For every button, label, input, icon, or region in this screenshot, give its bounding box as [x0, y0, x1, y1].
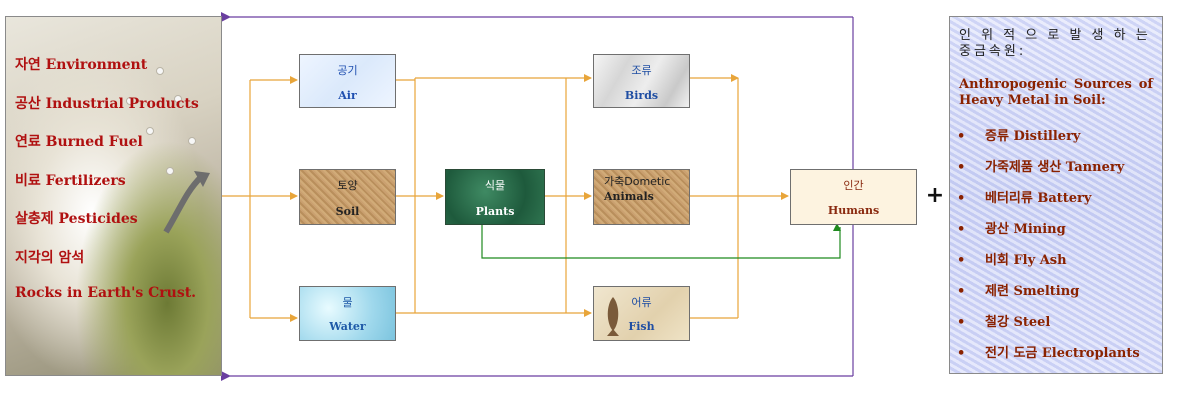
- anthropogenic-item-battery: •베터리류 Battery: [957, 191, 1092, 206]
- anthropogenic-item-tannery: •가죽제품 생산 Tannery: [957, 160, 1125, 175]
- node-water: 물 Water: [299, 286, 396, 341]
- source-environment: 자연 Environment: [15, 57, 148, 73]
- node-water-en: Water: [329, 320, 366, 333]
- droplet-decoration: [166, 167, 174, 175]
- node-humans: 인간 Humans: [790, 169, 917, 225]
- node-birds: 조류 Birds: [593, 54, 690, 108]
- fish-icon: [607, 297, 619, 336]
- anthropogenic-item-distillery: •증류 Distillery: [957, 129, 1081, 144]
- source-industrial-products: 공산 Industrial Products: [15, 96, 199, 112]
- anthropogenic-item-mining: •광산 Mining: [957, 222, 1066, 237]
- anthropogenic-item-smelting: •제련 Smelting: [957, 284, 1080, 299]
- droplet-decoration: [146, 127, 154, 135]
- droplet-decoration: [156, 67, 164, 75]
- upward-arrow-icon: [163, 171, 210, 234]
- source-burned-fuel: 연료 Burned Fuel: [15, 134, 143, 150]
- node-air: 공기 Air: [299, 54, 396, 108]
- node-fish-en: Fish: [628, 320, 655, 333]
- droplet-decoration: [126, 97, 134, 105]
- plus-sign: +: [925, 183, 945, 208]
- node-humans-en: Humans: [827, 204, 880, 217]
- source-pesticides: 살충제 Pesticides: [15, 211, 138, 227]
- node-fish: 어류 Fish: [593, 286, 690, 341]
- anthropogenic-item-electroplants: •전기 도금 Electroplants: [957, 346, 1140, 361]
- node-animals-en: Animals: [604, 190, 654, 203]
- node-soil-en: Soil: [335, 205, 360, 218]
- source-fertilizers: 비료 Fertilizers: [15, 173, 126, 189]
- anthropogenic-sources-panel: [949, 16, 1163, 374]
- node-air-en: Air: [338, 89, 357, 102]
- node-plants-ko: 식물: [484, 179, 506, 192]
- node-plants-en: Plants: [475, 205, 515, 218]
- node-water-ko: 물: [342, 296, 353, 309]
- node-soil-ko: 토양: [337, 179, 358, 192]
- anthropogenic-title-ko: 인 위 적 으 로 발 생 하 는 중금속원:: [959, 28, 1151, 59]
- node-humans-ko: 인간: [843, 179, 864, 192]
- node-birds-en: Birds: [624, 89, 659, 102]
- node-birds-ko: 조류: [631, 64, 652, 77]
- node-air-ko: 공기: [337, 64, 358, 77]
- anthropogenic-item-steel: •철강 Steel: [957, 315, 1051, 330]
- orange-flows: [222, 74, 789, 322]
- source-crust-rocks-ko: 지각의 암석: [15, 250, 85, 266]
- plants-to-humans-link: [481, 223, 841, 259]
- node-plants: 식물 Plants: [445, 169, 545, 225]
- sources-panel: 자연 Environment 공산 Industrial Products 연료…: [5, 16, 222, 376]
- anthropogenic-item-fly-ash: •비회 Fly Ash: [957, 253, 1067, 268]
- node-domestic-animals: 가축Dometic Animals: [593, 169, 690, 225]
- node-animals-ko: 가축Dometic: [604, 175, 671, 188]
- droplet-decoration: [174, 95, 182, 103]
- droplet-decoration: [188, 137, 196, 145]
- node-soil: 토양 Soil: [299, 169, 396, 225]
- anthropogenic-title-en: Anthropogenic Sources of Heavy Metal in …: [959, 77, 1153, 108]
- source-crust-rocks-en: Rocks in Earth's Crust.: [15, 285, 197, 301]
- node-fish-ko: 어류: [631, 296, 652, 309]
